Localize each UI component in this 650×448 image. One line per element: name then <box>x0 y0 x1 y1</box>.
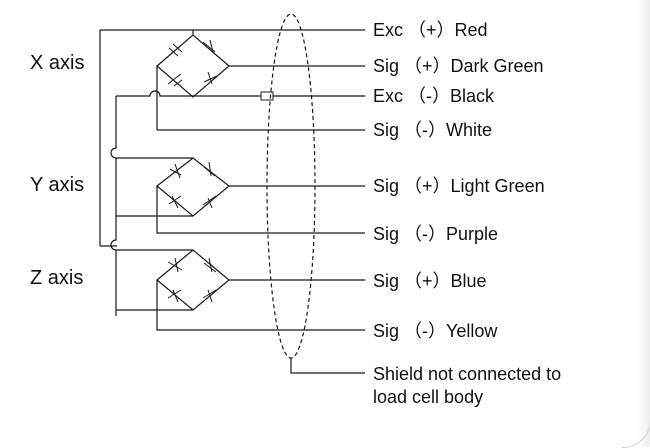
label-sig-plus-dark-green: Sig （+）Dark Green <box>373 56 544 76</box>
shield-resistor <box>260 91 274 101</box>
page-edge-shadow <box>638 0 650 447</box>
shield-note-line1: Shield not connected to <box>373 364 561 384</box>
shield-lead <box>290 358 365 374</box>
label-exc-plus-red: Exc （+）Red <box>373 20 488 40</box>
excitation-plus-bus <box>99 30 117 247</box>
label-exc-minus-black: Exc （-）Black <box>373 86 495 106</box>
x-axis-bridge <box>156 30 365 131</box>
label-sig-minus-purple: Sig （-）Purple <box>373 224 498 244</box>
wire-exc-minus <box>116 90 365 97</box>
label-sig-minus-yellow: Sig （-）Yellow <box>373 321 498 341</box>
z-axis-bridge <box>116 249 365 331</box>
excitation-minus-bus <box>110 96 117 316</box>
y-axis-bridge <box>116 157 365 234</box>
shield-note-line2: load cell body <box>373 387 483 407</box>
label-sig-minus-white: Sig （-）White <box>373 120 492 140</box>
y-axis-label: Y axis <box>30 174 84 196</box>
label-sig-plus-light-green: Sig （+）Light Green <box>373 176 545 196</box>
z-axis-label: Z axis <box>30 267 83 289</box>
label-sig-plus-blue: Sig （+）Blue <box>373 271 487 291</box>
x-axis-label: X axis <box>30 52 84 74</box>
